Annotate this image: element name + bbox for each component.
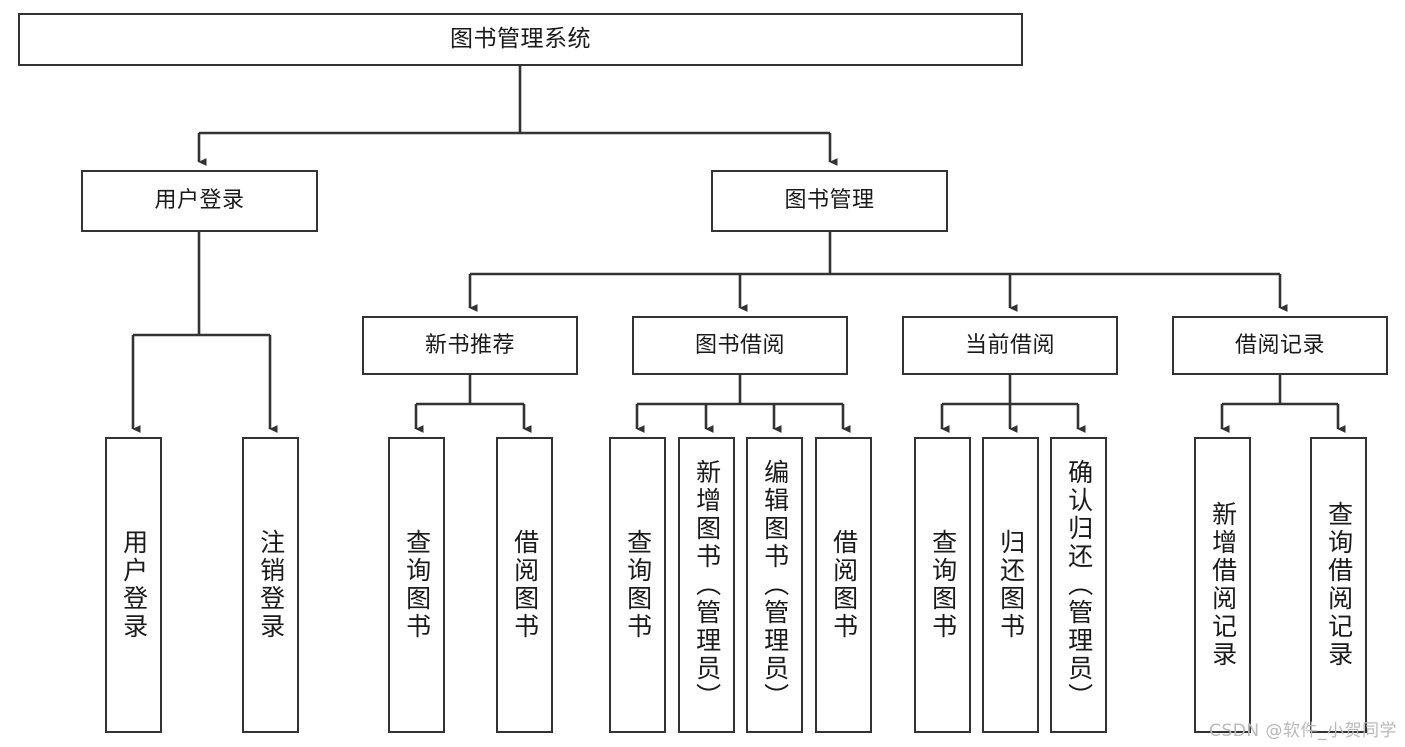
watermark-text: CSDN @软件_小贺同学 xyxy=(1209,721,1397,741)
node-label: 编辑图书（管理员） xyxy=(760,459,790,711)
node-leaf-add-record[interactable]: 新增借阅记录 xyxy=(1194,437,1251,733)
node-leaf-return-book[interactable]: 归还图书 xyxy=(982,437,1039,733)
node-leaf-query-book-3[interactable]: 查询图书 xyxy=(914,437,971,733)
node-label: 查询图书 xyxy=(623,529,653,641)
node-label: 当前借阅 xyxy=(964,332,1055,358)
node-label: 查询借阅记录 xyxy=(1324,501,1354,669)
node-leaf-user-login[interactable]: 用户登录 xyxy=(105,437,162,733)
node-label: 新书推荐 xyxy=(424,332,515,358)
node-label: 注销登录 xyxy=(256,529,286,641)
node-label: 查询图书 xyxy=(928,529,958,641)
node-label: 新增图书（管理员） xyxy=(692,459,722,711)
node-user-login[interactable]: 用户登录 xyxy=(81,170,318,232)
node-label: 图书管理系统 xyxy=(450,25,591,52)
node-new-book-recommend[interactable]: 新书推荐 xyxy=(362,316,578,375)
node-leaf-query-book-2[interactable]: 查询图书 xyxy=(609,437,666,733)
node-borrow-record[interactable]: 借阅记录 xyxy=(1172,316,1388,375)
node-label: 归还图书 xyxy=(996,529,1026,641)
node-leaf-edit-book[interactable]: 编辑图书（管理员） xyxy=(746,437,803,733)
node-label: 图书管理 xyxy=(784,188,875,214)
node-leaf-query-record[interactable]: 查询借阅记录 xyxy=(1310,437,1367,733)
node-leaf-borrow-book-2[interactable]: 借阅图书 xyxy=(815,437,872,733)
node-label: 用户登录 xyxy=(119,529,149,641)
node-label: 图书借阅 xyxy=(694,332,785,358)
node-label: 确认归还（管理员） xyxy=(1064,459,1094,711)
node-leaf-confirm-return[interactable]: 确认归还（管理员） xyxy=(1050,437,1107,733)
node-label: 借阅记录 xyxy=(1234,332,1325,358)
node-label: 借阅图书 xyxy=(510,529,540,641)
node-root-system[interactable]: 图书管理系统 xyxy=(18,13,1023,66)
node-leaf-borrow-book-1[interactable]: 借阅图书 xyxy=(496,437,553,733)
node-leaf-query-book-1[interactable]: 查询图书 xyxy=(388,437,445,733)
node-leaf-logout[interactable]: 注销登录 xyxy=(242,437,299,733)
node-book-manage[interactable]: 图书管理 xyxy=(711,170,948,232)
node-label: 用户登录 xyxy=(154,188,245,214)
node-label: 借阅图书 xyxy=(829,529,859,641)
node-leaf-add-book[interactable]: 新增图书（管理员） xyxy=(678,437,735,733)
node-book-borrow[interactable]: 图书借阅 xyxy=(632,316,848,375)
node-label: 新增借阅记录 xyxy=(1208,501,1238,669)
node-current-borrow[interactable]: 当前借阅 xyxy=(902,316,1118,375)
node-label: 查询图书 xyxy=(402,529,432,641)
